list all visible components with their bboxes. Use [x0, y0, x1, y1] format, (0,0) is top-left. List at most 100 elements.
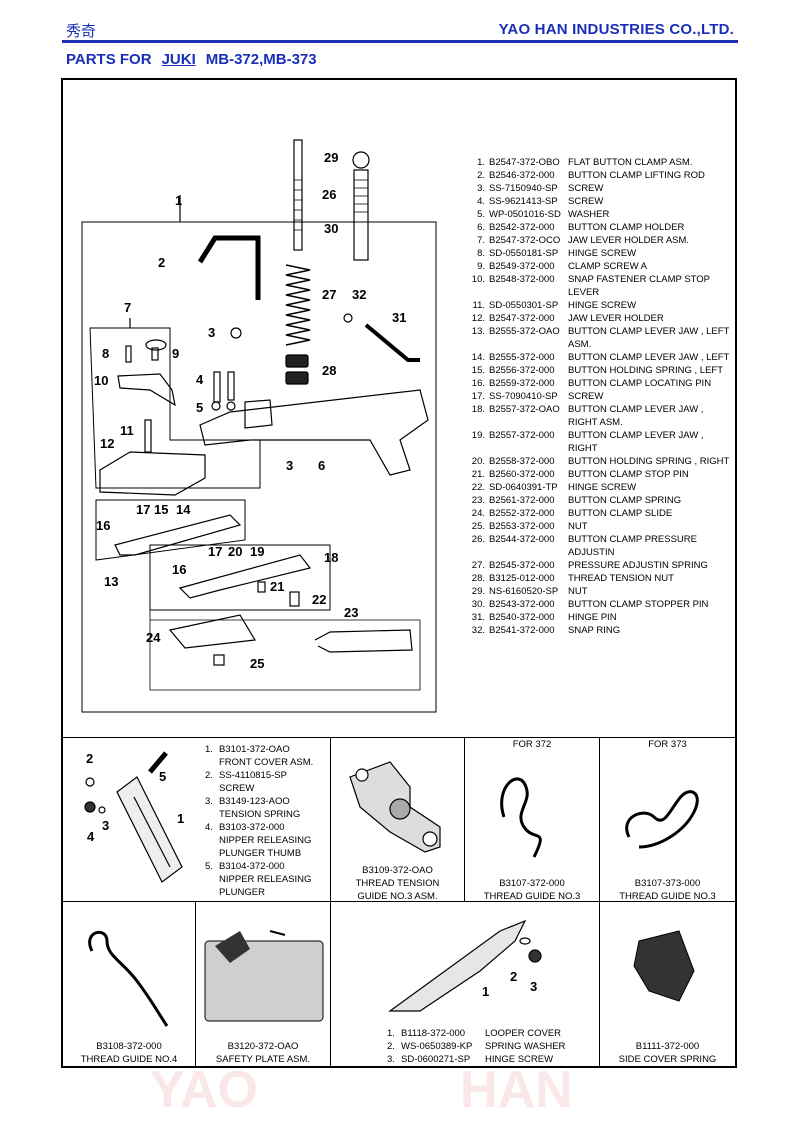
- front-cover-index: 2.: [205, 770, 213, 781]
- callout-27: 27: [322, 287, 336, 302]
- thread-guide-372-for: FOR 372: [512, 739, 552, 750]
- catalog-frame: [61, 78, 737, 1068]
- front-cover-text: TENSION SPRING: [219, 809, 301, 820]
- front-cover-text: SCREW: [219, 783, 255, 794]
- thread-tension-guide-name-1: THREAD TENSION: [355, 878, 440, 889]
- part-code: B2541-372-000: [489, 625, 555, 636]
- looper-index: 2.: [387, 1041, 395, 1052]
- safety-plate-illustration: [204, 930, 324, 1022]
- part-description: BUTTON CLAMP HOLDER: [568, 222, 685, 233]
- callout-2: 2: [158, 255, 165, 270]
- callout-32: 32: [352, 287, 366, 302]
- part-description: HINGE SCREW: [568, 300, 637, 311]
- part-number-index: 28.: [471, 573, 485, 584]
- looper-index: 1.: [387, 1028, 395, 1039]
- part-description: THREAD TENSION NUT: [568, 573, 674, 584]
- part-description: BUTTON CLAMP LEVER JAW , LEFT ASM.: [568, 326, 730, 350]
- part-number-index: 20.: [471, 456, 485, 467]
- part-description: BUTTON CLAMP LOCATING PIN: [568, 378, 712, 389]
- part-code: B3125-012-000: [489, 573, 555, 584]
- looper-callout-3: 3: [530, 979, 537, 994]
- callout-3: 3: [208, 325, 215, 340]
- front-cover-index: [205, 756, 219, 769]
- looper-part-description: LOOPER COVER: [485, 1028, 562, 1039]
- thread-guide-4-illustration: [88, 930, 169, 1027]
- part-code: B2543-372-000: [489, 599, 555, 610]
- looper-part-code: B1118-372-000: [401, 1028, 466, 1039]
- part-code: B2553-372-000: [489, 521, 555, 532]
- part-number-index: 1.: [477, 157, 485, 168]
- front-cover-list-row: FRONT COVER ASM.: [205, 756, 329, 769]
- part-code: SS-7150940-SP: [489, 183, 558, 194]
- looper-part-description: SPRING WASHER: [485, 1041, 566, 1052]
- part-number-index: 13.: [471, 326, 485, 337]
- callout-17: 17: [208, 544, 222, 559]
- front-cover-list-row: 2.SS-4110815-SP: [205, 769, 329, 782]
- front-cover-text: PLUNGER: [219, 887, 265, 898]
- part-description: BUTTON CLAMP SLIDE: [568, 508, 673, 519]
- looper-part-code: SD-0600271-SP: [401, 1054, 471, 1065]
- thread-tension-guide-caption: B3109-372-OAO THREAD TENSION GUIDE NO.3 …: [330, 864, 465, 903]
- looper-part-code: WS-0650389-KP: [401, 1041, 473, 1052]
- part-number-index: 7.: [477, 235, 485, 246]
- callout-13: 13: [104, 574, 118, 589]
- part-number-index: 5.: [477, 209, 485, 220]
- looper-list-row: 1. B1118-372-000 LOOPER COVER: [387, 1027, 597, 1040]
- part-code: SS-9621413-SP: [489, 196, 558, 207]
- front-cover-list-row: SCREW: [205, 782, 329, 795]
- safety-plate-name: SAFETY PLATE ASM.: [215, 1054, 311, 1065]
- parts-list-row: 28. B3125-012-000 THREAD TENSION NUT: [471, 572, 735, 585]
- part-number-index: 29.: [471, 586, 485, 597]
- parts-for-label: PARTS FOR: [66, 51, 152, 68]
- part-code: B2547-372-OBO: [489, 157, 560, 168]
- front-cover-index: 3.: [205, 796, 213, 807]
- front-cover-list-row: NIPPER RELEASING: [205, 834, 329, 847]
- callout-5: 5: [196, 400, 203, 415]
- side-cover-spring-illustration: [633, 930, 695, 1002]
- callout-16: 16: [172, 562, 186, 577]
- part-description: JAW LEVER HOLDER ASM.: [568, 235, 690, 246]
- callout-4: 4: [196, 372, 204, 387]
- brand-name: JUKI: [161, 51, 196, 68]
- part-number-index: 24.: [471, 508, 485, 519]
- part-description: BUTTON CLAMP LIFTING ROD: [568, 170, 705, 181]
- callout-25: 25: [250, 656, 264, 671]
- part-description: BUTTON CLAMP LEVER JAW , RIGHT ASM.: [568, 404, 704, 428]
- part-number-index: 2.: [477, 170, 485, 181]
- part-number-index: 22.: [471, 482, 485, 493]
- part-description: BUTTON HOLDING SPRING , RIGHT: [568, 456, 730, 467]
- company-name: YAO HAN INDUSTRIES CO.,LTD.: [498, 21, 734, 38]
- part-number-index: 10.: [471, 274, 485, 285]
- part-number-index: 21.: [471, 469, 485, 480]
- parts-list-row: 2. B2546-372-000 BUTTON CLAMP LIFTING ROD: [471, 169, 735, 182]
- thread-guide-373-caption: B3107-373-000 THREAD GUIDE NO.3: [599, 877, 736, 903]
- part-code: B2559-372-000: [489, 378, 555, 389]
- looper-index: 3.: [387, 1054, 395, 1065]
- part-code: B2546-372-000: [489, 170, 555, 181]
- part-code: B2547-372-OCO: [489, 235, 561, 246]
- looper-callout-2: 2: [510, 969, 517, 984]
- part-number-index: 23.: [471, 495, 485, 506]
- part-code: WP-0501016-SD: [489, 209, 561, 220]
- thread-tension-guide-pn: B3109-372-OAO: [362, 865, 433, 876]
- front-cover-index: 1.: [205, 744, 213, 755]
- front-cover-list-row: 1.B3101-372-OAO: [205, 743, 329, 756]
- part-description: BUTTON CLAMP PRESSURE ADJUSTIN: [568, 534, 697, 558]
- company-logo-text: 秀奇: [66, 22, 97, 40]
